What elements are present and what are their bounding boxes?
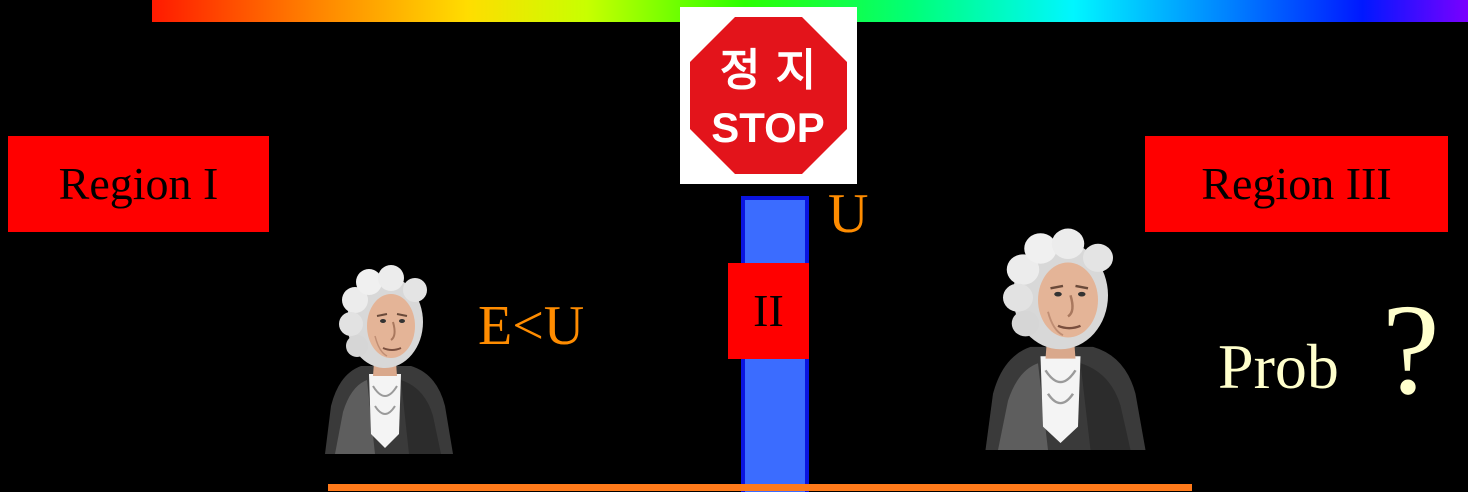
stop-sign-korean: 정 지: [720, 45, 816, 96]
region-3-label: Region III: [1145, 136, 1448, 232]
portrait-figure-region-1: [325, 265, 453, 454]
portrait-figure-region-3: [985, 228, 1146, 450]
ground-line: [328, 484, 1192, 491]
question-mark: ?: [1382, 278, 1440, 422]
region-2-label: II: [728, 263, 809, 359]
stop-sign: 정 지 STOP: [680, 7, 857, 184]
stop-sign-english: STOP: [711, 104, 825, 151]
region-1-label: Region I: [8, 136, 269, 232]
energy-condition-label: E<U: [478, 295, 585, 357]
probability-label: Prob: [1218, 331, 1339, 402]
potential-label: U: [828, 183, 869, 245]
